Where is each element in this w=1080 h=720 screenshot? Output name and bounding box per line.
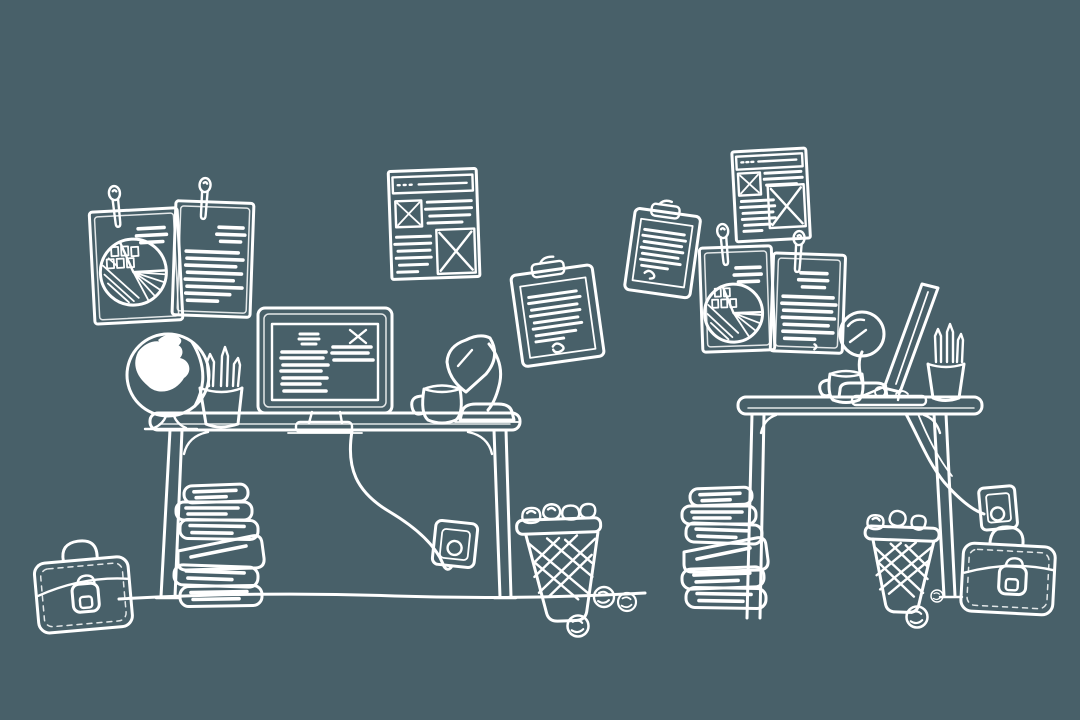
lamp-base: [458, 402, 516, 422]
image-placeholder-large: [435, 227, 477, 276]
pencil-cup-left: [198, 345, 244, 429]
monitor-base: [294, 420, 354, 434]
pie-chart-doodle: [703, 282, 765, 344]
screen-x-mark: [348, 328, 368, 345]
continent-blob: [135, 341, 190, 392]
desk-braces: [759, 413, 942, 435]
mug-handle: [818, 378, 832, 398]
scribble-text: [424, 199, 474, 225]
desk-braces: [182, 430, 494, 456]
image-placeholder-small: [394, 199, 424, 229]
briefcase-handle: [988, 525, 1025, 547]
screen-scribble-heading: [297, 332, 321, 346]
signature-scribble: [813, 343, 818, 351]
floor-line-left: [117, 591, 647, 601]
signature-scribble: [551, 342, 565, 354]
stack-of-books-right: [680, 485, 770, 611]
desk-left: [148, 411, 522, 600]
scribble-text: [393, 234, 433, 274]
scribble-heading: [796, 271, 830, 290]
desk-leg: [932, 412, 957, 598]
lamp-shade: [838, 310, 886, 358]
lamp-shade: [445, 334, 497, 394]
browser-dots: [396, 181, 468, 187]
monitor-left: [256, 306, 394, 434]
pencil-cup-right: [926, 322, 966, 402]
clipboard-clip: [530, 255, 566, 279]
pie-chart-poster-left: [87, 206, 185, 326]
screen-text-column: [279, 350, 330, 393]
scribble-text: [183, 249, 245, 304]
scribble-text: [527, 289, 584, 344]
clipboard-right: [623, 199, 702, 300]
report-poster-left: [170, 199, 256, 319]
monitor-cable: [904, 412, 986, 516]
briefcase-handle: [61, 539, 99, 564]
pencils: [205, 345, 242, 388]
image-placeholder-large: [766, 183, 807, 230]
line-art: [32, 146, 1057, 638]
tilted-book: [176, 534, 266, 572]
continent-blob: [158, 334, 182, 348]
browser-top-bar: [734, 152, 804, 171]
wastebasket-right: [863, 509, 941, 614]
desk-right: [736, 395, 984, 620]
globe-stand: [143, 414, 199, 431]
basket-mesh: [873, 541, 933, 598]
globe-arm: [190, 340, 205, 408]
briefcase-left: [32, 539, 134, 635]
pencils: [933, 322, 965, 364]
lamp-arm: [857, 350, 865, 386]
power-outlet-left: [430, 519, 480, 569]
scribble-text: [739, 198, 777, 233]
monitor-base: [850, 394, 928, 407]
clipboard-left: [509, 255, 606, 368]
image-placeholder-small: [736, 171, 763, 197]
coffee-mug-left: [410, 384, 463, 425]
desk-lamp-left: [445, 334, 520, 423]
briefcase-clasp: [997, 557, 1028, 597]
signature-scribble: [643, 269, 656, 280]
stack-of-books-left: [172, 482, 266, 609]
desk-leg: [492, 428, 513, 599]
desk-clutter: [895, 390, 909, 395]
browser-top-bar: [391, 173, 475, 195]
globe: [125, 332, 211, 431]
pie-chart-doodle: [98, 237, 168, 307]
hanging-cable: [348, 429, 454, 571]
clipboard-clip: [650, 199, 681, 220]
screen-text-column: [330, 345, 375, 362]
wastebasket-left: [515, 502, 603, 623]
report-poster-right: [768, 251, 847, 355]
browser-wireframe-poster-right: [730, 146, 812, 244]
browser-wireframe-poster-left: [386, 167, 482, 281]
monitor-side-view-right: [850, 282, 940, 407]
scribble-heading: [732, 265, 764, 284]
scribble-text: [780, 294, 838, 342]
browser-dots: [740, 158, 798, 164]
briefcase-flap: [37, 577, 131, 598]
basket-mesh: [527, 534, 597, 601]
briefcase-clasp: [70, 574, 101, 614]
scribble-heading: [215, 225, 247, 244]
mug-handle: [410, 394, 426, 416]
monitor-screen: [270, 322, 380, 402]
briefcase-right: [959, 525, 1057, 617]
scribble-text: [639, 227, 687, 271]
